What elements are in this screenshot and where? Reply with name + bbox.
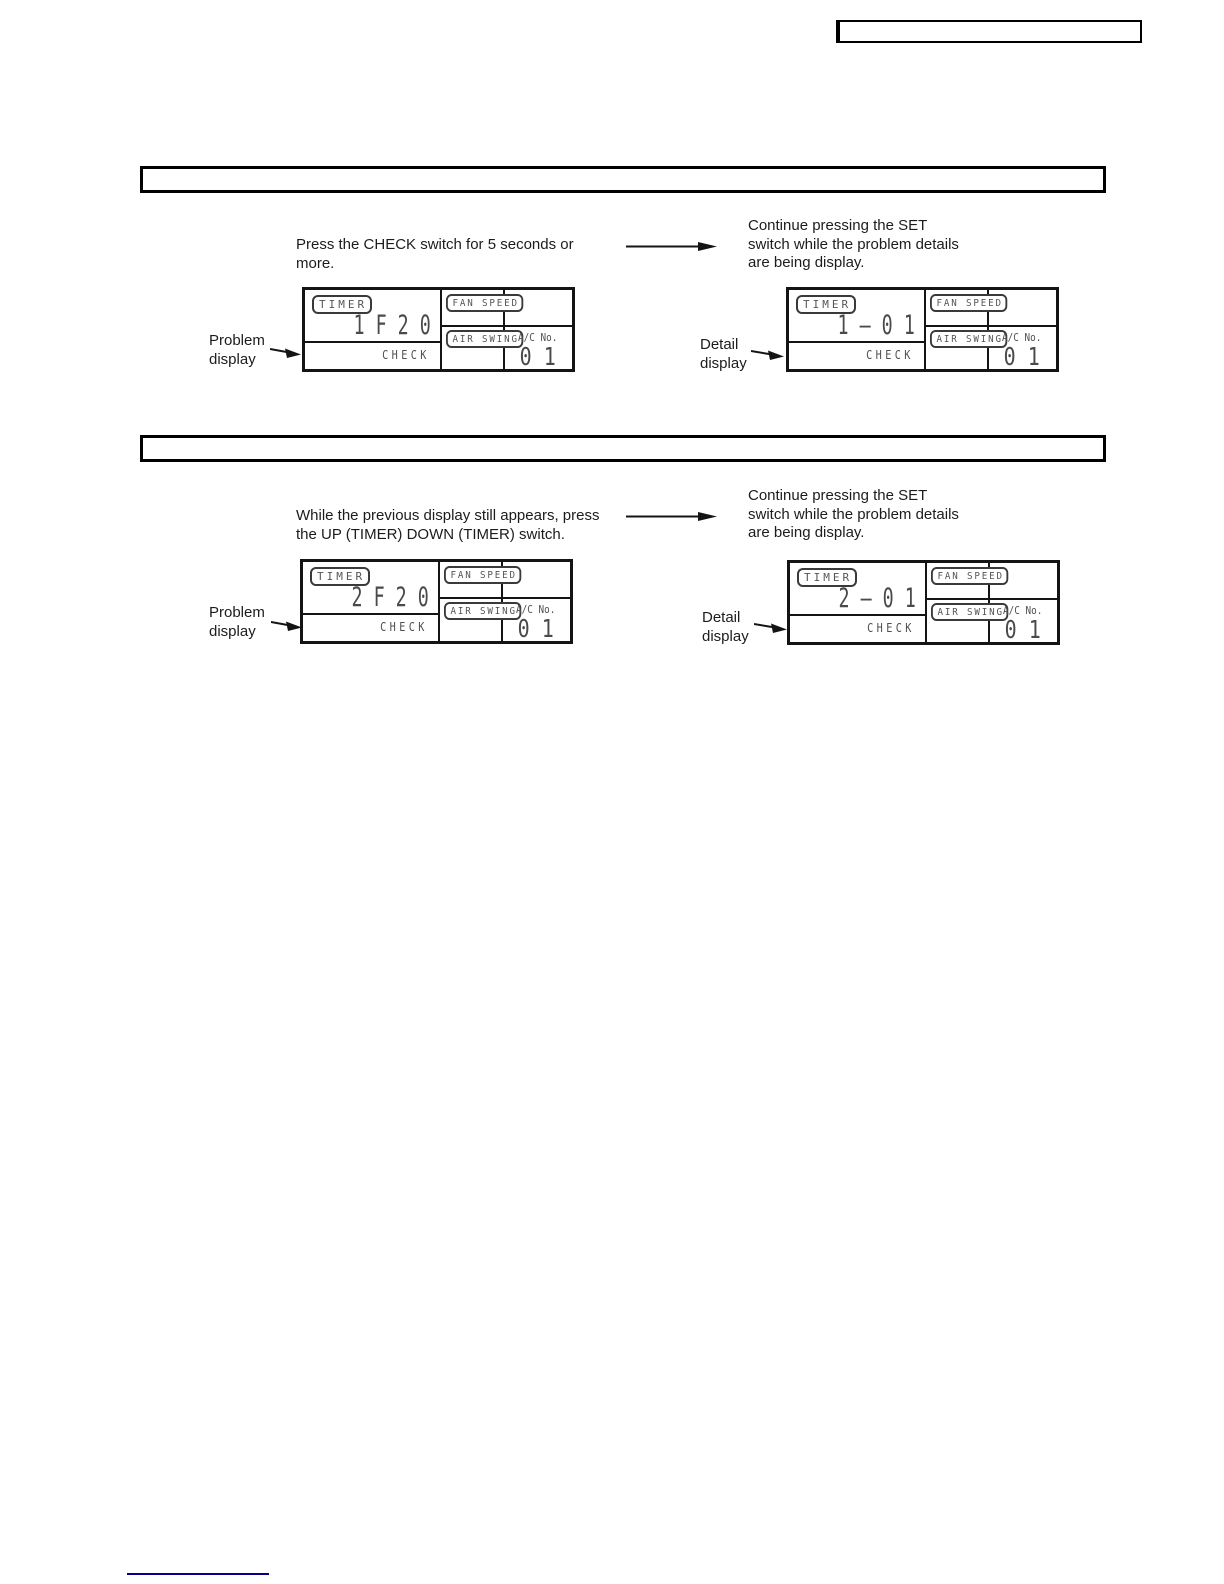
flow-arrow-icon bbox=[626, 512, 717, 521]
section-2-left-instruction: While the previous display still appears… bbox=[296, 507, 600, 543]
problem-display-label: Problem display bbox=[209, 604, 265, 640]
timer-badge: TIMER bbox=[796, 295, 857, 314]
detail-display-label: Detail display bbox=[700, 336, 747, 372]
divider bbox=[924, 563, 927, 642]
divider bbox=[303, 612, 438, 615]
lcd-detail-display-1: TIMER FAN SPEED AIR SWING 1 – 0 1 CHECK … bbox=[786, 287, 1059, 372]
problem-arrow-icon bbox=[271, 621, 302, 631]
timer-badge: TIMER bbox=[310, 567, 371, 586]
check-indicator: CHECK bbox=[380, 619, 428, 634]
check-indicator: CHECK bbox=[382, 347, 430, 362]
timer-badge: TIMER bbox=[312, 295, 373, 314]
detail-arrow-icon bbox=[751, 350, 784, 360]
air-swing-badge: AIR SWING bbox=[929, 329, 1008, 348]
footer-link-underline[interactable] bbox=[127, 1573, 269, 1575]
divider bbox=[789, 340, 924, 343]
header-box bbox=[836, 20, 1142, 43]
ac-no-value: 0 1 bbox=[1004, 614, 1041, 644]
section-1-left-instruction: Press the CHECK switch for 5 seconds or … bbox=[296, 236, 574, 272]
ac-no-label: A/C No. bbox=[1001, 330, 1041, 344]
lcd-value: 2 F 2 0 bbox=[351, 582, 429, 613]
divider bbox=[500, 562, 503, 641]
section-1-header-bar bbox=[140, 166, 1106, 193]
ac-no-label: A/C No. bbox=[1002, 603, 1042, 617]
lcd-value: 1 F 2 0 bbox=[353, 310, 431, 341]
lcd-value: 2 – 0 1 bbox=[838, 583, 916, 614]
lcd-problem-display-2: TIMER FAN SPEED AIR SWING 2 F 2 0 CHECK … bbox=[300, 559, 573, 644]
check-indicator: CHECK bbox=[867, 620, 915, 635]
ac-no-value: 0 1 bbox=[519, 341, 556, 371]
fan-speed-badge: FAN SPEED bbox=[929, 294, 1008, 312]
fan-speed-badge: FAN SPEED bbox=[443, 566, 522, 584]
divider bbox=[987, 563, 990, 642]
divider bbox=[790, 613, 925, 616]
ac-no-value: 0 1 bbox=[1003, 341, 1040, 371]
detail-display-label: Detail display bbox=[702, 609, 749, 645]
divider bbox=[923, 290, 926, 369]
lcd-problem-display-1: TIMER FAN SPEED AIR SWING 1 F 2 0 CHECK … bbox=[302, 287, 575, 372]
air-swing-badge: AIR SWING bbox=[445, 329, 524, 348]
divider bbox=[923, 324, 1056, 327]
divider bbox=[305, 340, 440, 343]
section-2-header-bar bbox=[140, 435, 1106, 462]
divider bbox=[986, 290, 989, 369]
divider bbox=[439, 290, 442, 369]
ac-no-value: 0 1 bbox=[517, 613, 554, 643]
divider bbox=[502, 290, 505, 369]
problem-arrow-icon bbox=[270, 348, 301, 358]
section-1-right-instruction: Continue pressing the SET switch while t… bbox=[748, 217, 959, 271]
problem-display-label: Problem display bbox=[209, 332, 265, 368]
divider bbox=[924, 597, 1057, 600]
ac-no-label: A/C No. bbox=[515, 602, 555, 616]
detail-arrow-icon bbox=[754, 623, 787, 633]
ac-no-label: A/C No. bbox=[517, 330, 557, 344]
divider bbox=[439, 324, 572, 327]
lcd-detail-display-2: TIMER FAN SPEED AIR SWING 2 – 0 1 CHECK … bbox=[787, 560, 1060, 645]
divider bbox=[437, 596, 570, 599]
flow-arrow-icon bbox=[626, 242, 717, 251]
divider bbox=[437, 562, 440, 641]
lcd-value: 1 – 0 1 bbox=[837, 310, 915, 341]
fan-speed-badge: FAN SPEED bbox=[930, 567, 1009, 585]
check-indicator: CHECK bbox=[866, 347, 914, 362]
fan-speed-badge: FAN SPEED bbox=[445, 294, 524, 312]
air-swing-badge: AIR SWING bbox=[930, 602, 1009, 621]
air-swing-badge: AIR SWING bbox=[443, 601, 522, 620]
section-2-right-instruction: Continue pressing the SET switch while t… bbox=[748, 487, 959, 541]
timer-badge: TIMER bbox=[797, 568, 858, 587]
